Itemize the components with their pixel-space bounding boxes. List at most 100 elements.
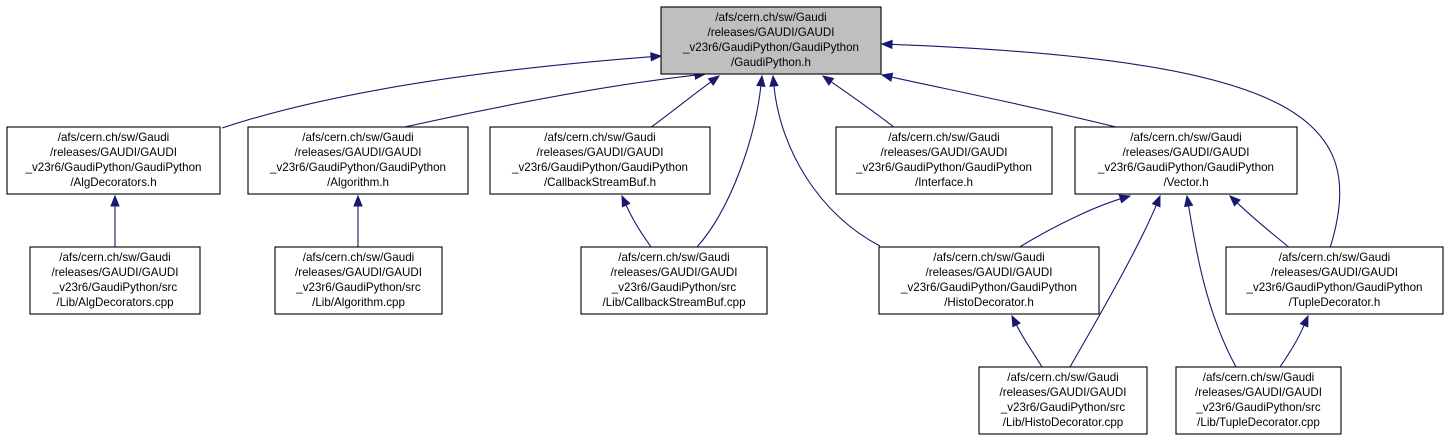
edge-algdecorators_h-to-root [221,52,663,129]
arrow-head [353,194,363,207]
node-box [489,126,711,195]
arrow-head [880,39,893,50]
edge-line [1017,198,1122,249]
arrow-head [769,74,779,87]
node-label-line: _v23r6/GaudiPython/src [295,281,421,294]
node-label-line: /afs/cern.ch/sw/Gaudi [303,251,414,264]
node-label-line: /releases/GAUDI/GAUDI [52,266,179,279]
edge-line [696,84,762,248]
node-interface-h[interactable]: /afs/cern.ch/sw/Gaudi/releases/GAUDI/GAU… [835,126,1053,195]
node-label-line: /afs/cern.ch/sw/Gaudi [1007,371,1118,384]
node-box [274,246,443,315]
node-label-line: /Lib/CallbackStreamBuf.cpp [602,296,745,309]
node-label-line: /releases/GAUDI/GAUDI [295,266,422,279]
node-algorithm-h[interactable]: /afs/cern.ch/sw/Gaudi/releases/GAUDI/GAU… [247,126,469,195]
edge-tupledecorator_h-to-root [880,39,1341,249]
edge-histodecorator_h-to-vector_h [1017,194,1132,249]
node-box [247,126,469,195]
node-label-line: /afs/cern.ch/sw/Gaudi [544,131,655,144]
edge-line [890,43,1341,249]
arrow-head [1299,314,1309,328]
node-histodecorator-cpp[interactable]: /afs/cern.ch/sw/Gaudi/releases/GAUDI/GAU… [978,366,1148,435]
node-box [978,366,1148,435]
node-label-line: _v23r6/GaudiPython/src [1195,401,1321,414]
edge-histodecorator_cpp-to-vector_h [1069,194,1161,368]
node-label-line: /releases/GAUDI/GAUDI [881,146,1008,159]
node-label-line: /releases/GAUDI/GAUDI [537,146,664,159]
node-label-line: /TupleDecorator.h [1289,296,1381,309]
node-label-line: _v23r6/GaudiPython/src [1000,401,1126,414]
edge-vector_h-to-root [880,72,1121,129]
node-algdecorators-h[interactable]: /afs/cern.ch/sw/Gaudi/releases/GAUDI/GAU… [6,126,221,195]
node-label-line: _v23r6/GaudiPython/GaudiPython [1246,281,1423,294]
node-tupledecorator-h[interactable]: /afs/cern.ch/sw/Gaudi/releases/GAUDI/GAU… [1225,246,1444,315]
edge-line [1236,201,1291,249]
node-label-line: /afs/cern.ch/sw/Gaudi [933,251,1044,264]
node-callbackstreambuf-h[interactable]: /afs/cern.ch/sw/Gaudi/releases/GAUDI/GAU… [489,126,711,195]
node-label-line: _v23r6/GaudiPython/GaudiPython [269,161,446,174]
arrow-head [880,72,894,82]
edge-line [1187,204,1237,368]
node-vector-h[interactable]: /afs/cern.ch/sw/Gaudi/releases/GAUDI/GAU… [1074,126,1298,195]
node-label-line: /AlgDecorators.h [70,176,156,189]
node-box [660,6,882,75]
node-box [580,246,768,315]
edge-histodecorator_cpp-to-histodecorator_h [1011,314,1043,368]
arrow-head [621,194,631,208]
node-label-line: /Interface.h [915,176,973,189]
arrow-head [1151,194,1161,208]
arrow-head [1118,194,1132,204]
node-label-line: /afs/cern.ch/sw/Gaudi [59,251,170,264]
edge-line [221,56,653,129]
node-label-line: /releases/GAUDI/GAUDI [611,266,738,279]
node-label-line: /Lib/Algorithm.cpp [312,296,405,309]
arrow-head [650,52,663,62]
node-callbackstreambuf-cpp[interactable]: /afs/cern.ch/sw/Gaudi/releases/GAUDI/GAU… [580,246,768,315]
edge-line [399,74,697,129]
node-algorithm-cpp[interactable]: /afs/cern.ch/sw/Gaudi/releases/GAUDI/GAU… [274,246,443,315]
node-box [1175,366,1342,435]
node-label-line: /GaudiPython.h [731,56,811,69]
node-label-line: /afs/cern.ch/sw/Gaudi [1203,371,1314,384]
node-box [1074,126,1298,195]
node-label-line: /afs/cern.ch/sw/Gaudi [715,11,826,24]
node-label-line: /releases/GAUDI/GAUDI [926,266,1053,279]
node-box [29,246,201,315]
arrow-head [110,194,120,207]
node-label-line: /Lib/AlgDecorators.cpp [56,296,173,309]
node-label-line: /afs/cern.ch/sw/Gaudi [618,251,729,264]
node-label-line: /CallbackStreamBuf.h [544,176,656,189]
node-label-line: /releases/GAUDI/GAUDI [295,146,422,159]
node-label-line: /afs/cern.ch/sw/Gaudi [302,131,413,144]
edge-line [830,80,896,129]
edge-line [1069,204,1158,368]
node-label-line: _v23r6/GaudiPython/GaudiPython [855,161,1032,174]
node-algdecorators-cpp[interactable]: /afs/cern.ch/sw/Gaudi/releases/GAUDI/GAU… [29,246,201,315]
node-label-line: _v23r6/GaudiPython/GaudiPython [682,41,859,54]
arrow-head [707,75,721,86]
edge-line [625,203,652,248]
node-label-line: _v23r6/GaudiPython/GaudiPython [25,161,202,174]
edge-histodecorator_h-to-root [769,74,881,247]
edge-tupledecorator_cpp-to-vector_h [1184,194,1237,368]
node-label-line: /afs/cern.ch/sw/Gaudi [888,131,999,144]
node-label-line: /Vector.h [1163,176,1208,189]
arrow-head [1184,194,1194,208]
edge-line [890,76,1121,129]
node-box [1225,246,1444,315]
node-label-line: /afs/cern.ch/sw/Gaudi [1130,131,1241,144]
arrow-head [1229,195,1241,207]
node-label-line: /Lib/HistoDecorator.cpp [1003,416,1124,429]
node-label-line: /afs/cern.ch/sw/Gaudi [1279,251,1390,264]
edge-line [773,84,881,247]
arrow-head [821,75,835,86]
edge-interface_h-to-root [821,75,896,129]
edge-line [1279,324,1305,368]
node-label-line: /afs/cern.ch/sw/Gaudi [58,131,169,144]
node-tupledecorator-cpp[interactable]: /afs/cern.ch/sw/Gaudi/releases/GAUDI/GAU… [1175,366,1342,435]
node-label-line: _v23r6/GaudiPython/src [52,281,178,294]
arrow-head [756,74,766,87]
node-histodecorator-h[interactable]: /afs/cern.ch/sw/Gaudi/releases/GAUDI/GAU… [878,246,1100,315]
node-label-line: /Lib/TupleDecorator.cpp [1197,416,1320,429]
edge-algorithm_cpp-to-algorithm_h [353,194,363,247]
